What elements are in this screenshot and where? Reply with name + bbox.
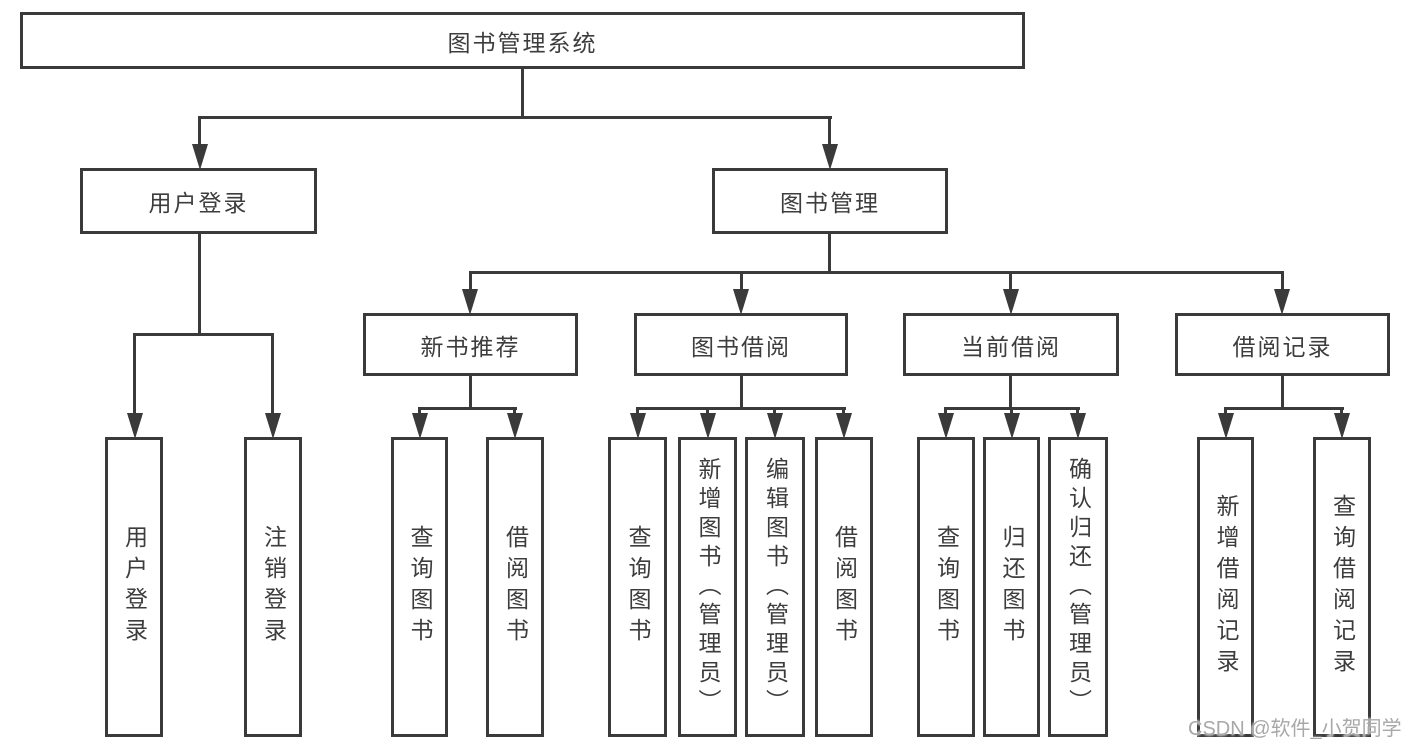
arrow-down-icon — [1274, 289, 1290, 315]
leaf-add-books-admin-label: 新增图书（管理员） — [695, 456, 721, 718]
leaf-borrow-books-1-label: 借阅图书 — [502, 525, 529, 649]
leaf-query-borrow-record: 查询借阅记录 — [1313, 437, 1371, 737]
leaf-borrow-books-2: 借阅图书 — [815, 437, 873, 737]
arrow-down-icon — [412, 413, 428, 439]
arrow-down-icon — [836, 413, 852, 439]
arrow-down-icon — [630, 413, 646, 439]
arrow-down-icon — [733, 289, 749, 315]
leaf-query-books-3-label: 查询图书 — [933, 525, 960, 649]
arrow-down-icon — [1070, 413, 1086, 439]
leaf-query-books-1: 查询图书 — [391, 437, 448, 737]
leaf-add-borrow-record-label: 新增借阅记录 — [1213, 494, 1239, 680]
node-book-mgmt-label: 图书管理 — [780, 190, 880, 216]
connector-drop-leaf — [842, 407, 845, 417]
leaf-confirm-return-admin-label: 确认归还（管理员） — [1065, 456, 1092, 718]
connector-drop-leaf — [513, 407, 516, 417]
connector-book-borrow-stub — [740, 376, 743, 409]
connector-drop-current-borrow — [1009, 271, 1012, 293]
leaf-logout: 注销登录 — [244, 437, 302, 737]
node-book-mgmt: 图书管理 — [712, 168, 948, 234]
leaf-borrow-books-2-label: 借阅图书 — [831, 525, 858, 649]
csdn-watermark: CSDN @软件_小贺同学 — [1188, 718, 1402, 740]
connector-new-books-stub — [469, 376, 472, 409]
leaf-user-login-label: 用户登录 — [121, 525, 148, 649]
leaf-edit-books-admin-label: 编辑图书（管理员） — [762, 456, 789, 718]
connector-level3-branch — [469, 271, 1283, 274]
connector-book-mgmt-stub — [828, 234, 831, 273]
leaf-query-books-3: 查询图书 — [917, 437, 975, 737]
arrow-down-icon — [1334, 413, 1350, 439]
node-library-system-label: 图书管理系统 — [447, 29, 598, 56]
leaf-query-books-1-label: 查询图书 — [407, 525, 433, 649]
arrow-down-icon — [700, 413, 716, 439]
connector-drop-leaf — [706, 407, 709, 417]
connector-drop-leaf — [133, 333, 136, 415]
leaf-add-borrow-record: 新增借阅记录 — [1197, 437, 1254, 737]
connector-drop-leaf — [418, 407, 421, 417]
arrow-down-icon — [462, 289, 478, 315]
node-user-login: 用户登录 — [80, 168, 317, 234]
arrow-down-icon — [1003, 289, 1019, 315]
connector-user-login-branch — [133, 333, 274, 336]
connector-book-borrow-branch — [636, 407, 846, 410]
arrow-down-icon — [1218, 413, 1234, 439]
connector-drop-leaf — [1224, 407, 1227, 417]
connector-drop-leaf — [1010, 407, 1013, 417]
connector-drop-leaf — [773, 407, 776, 417]
connector-drop-borrow-records — [1281, 271, 1284, 293]
leaf-logout-label: 注销登录 — [260, 525, 287, 649]
leaf-confirm-return-admin: 确认归还（管理员） — [1048, 437, 1108, 737]
connector-drop-leaf — [944, 407, 947, 417]
connector-root-stub — [521, 69, 524, 117]
node-borrow-records-label: 借阅记录 — [1232, 333, 1333, 360]
leaf-return-books: 归还图书 — [983, 437, 1040, 737]
arrow-down-icon — [767, 413, 783, 439]
node-book-borrow-label: 图书借阅 — [691, 333, 791, 360]
connector-drop-leaf — [271, 333, 274, 415]
leaf-query-books-2: 查询图书 — [608, 437, 667, 737]
connector-borrow-records-stub — [1281, 376, 1284, 409]
node-current-borrow: 当前借阅 — [903, 313, 1119, 376]
leaf-add-books-admin: 新增图书（管理员） — [678, 437, 737, 737]
node-new-books-label: 新书推荐 — [420, 333, 521, 360]
connector-new-books-branch — [418, 407, 517, 410]
arrow-down-icon — [1004, 413, 1020, 439]
leaf-edit-books-admin: 编辑图书（管理员） — [745, 437, 805, 737]
leaf-query-borrow-record-label: 查询借阅记录 — [1329, 494, 1356, 680]
arrow-down-icon — [127, 413, 143, 439]
arrow-down-icon — [507, 413, 523, 439]
connector-drop-book-mgmt — [828, 116, 831, 146]
connector-user-login-stub — [198, 234, 201, 335]
connector-drop-leaf — [1076, 407, 1079, 417]
arrow-down-icon — [265, 413, 281, 439]
leaf-borrow-books-1: 借阅图书 — [486, 437, 544, 737]
connector-drop-leaf — [1340, 407, 1343, 417]
connector-drop-book-borrow — [740, 271, 743, 293]
node-new-books: 新书推荐 — [363, 313, 578, 376]
connector-level2-branch — [198, 116, 832, 119]
connector-current-borrow-stub — [1009, 376, 1012, 409]
arrow-down-icon — [822, 144, 838, 170]
node-borrow-records: 借阅记录 — [1175, 313, 1390, 376]
node-book-borrow: 图书借阅 — [634, 313, 848, 376]
node-current-borrow-label: 当前借阅 — [961, 333, 1061, 360]
connector-drop-new-books — [469, 271, 472, 293]
node-user-login-label: 用户登录 — [148, 190, 249, 216]
leaf-return-books-label: 归还图书 — [999, 525, 1025, 649]
arrow-down-icon — [938, 413, 954, 439]
connector-borrow-records-branch — [1224, 407, 1344, 410]
node-library-system: 图书管理系统 — [20, 12, 1025, 69]
connector-drop-leaf — [636, 407, 639, 417]
leaf-query-books-2-label: 查询图书 — [625, 525, 651, 649]
connector-drop-user-login — [198, 116, 201, 146]
leaf-user-login: 用户登录 — [105, 437, 163, 737]
arrow-down-icon — [192, 144, 208, 170]
